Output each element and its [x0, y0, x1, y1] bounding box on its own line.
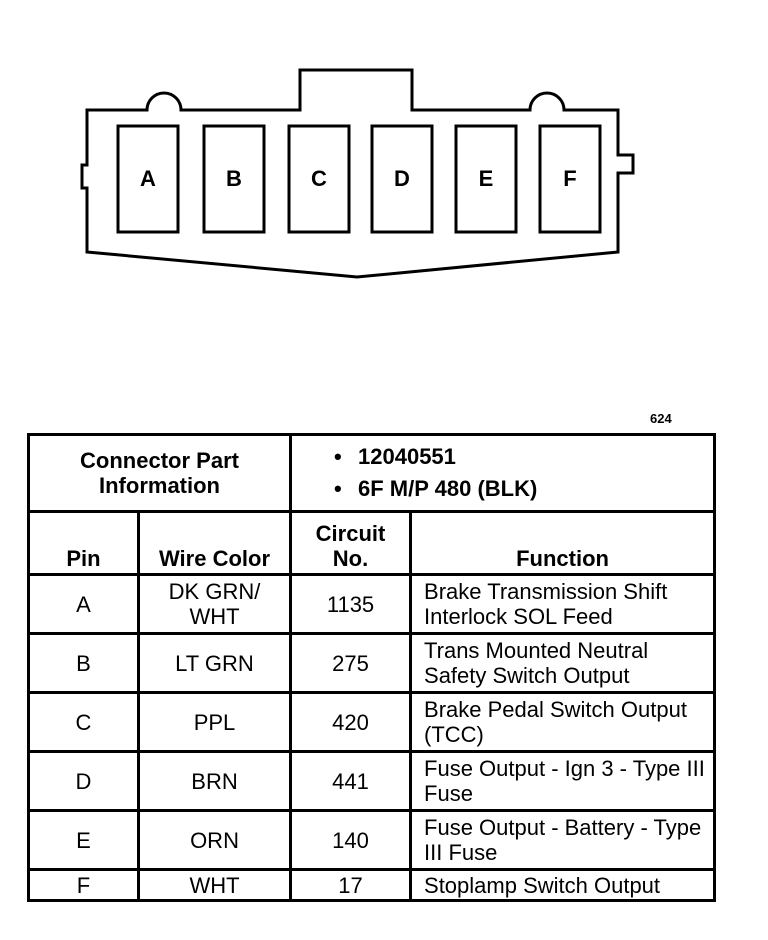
cavity-label-b: B	[226, 166, 242, 191]
table-row: B LT GRN 275 Trans Mounted Neutral Safet…	[27, 632, 717, 694]
cavity-label-a: A	[140, 166, 156, 191]
figure-id: 624	[650, 411, 672, 426]
table-row: E ORN 140 Fuse Output - Battery - Type I…	[27, 809, 717, 871]
pin-cell: A	[27, 573, 140, 635]
header-wire-color: Wire Color	[136, 510, 293, 576]
cavity-label-d: D	[394, 166, 410, 191]
table-row: F WHT 17 Stoplamp Switch Output	[27, 868, 717, 902]
pin-cell: D	[27, 750, 140, 812]
wire-color-cell: ORN	[136, 809, 293, 871]
pin-cell: B	[27, 632, 140, 694]
cavity-d	[370, 124, 434, 234]
wire-color-cell: PPL	[136, 691, 293, 753]
header-row: Pin Wire Color Circuit No. Function	[27, 510, 717, 576]
pin-cell: E	[27, 809, 140, 871]
pin-cell: F	[27, 868, 140, 902]
cavity-b	[202, 124, 266, 234]
connector-info-values: 12040551 6F M/P 480 (BLK)	[289, 433, 717, 513]
header-circuit: Circuit No.	[289, 510, 413, 576]
cavity-f	[538, 124, 602, 234]
connector-pinout-table: Connector Part Information 12040551 6F M…	[26, 433, 717, 902]
function-cell: Fuse Output - Battery - Type III Fuse	[409, 809, 717, 871]
circuit-cell: 420	[289, 691, 413, 753]
cavity-label-f: F	[563, 166, 576, 191]
wire-color-cell: DK GRN/ WHT	[136, 573, 293, 635]
circuit-cell: 275	[289, 632, 413, 694]
connector-description: 6F M/P 480 (BLK)	[334, 473, 713, 505]
wire-color-cell: BRN	[136, 750, 293, 812]
connector-info-row: Connector Part Information 12040551 6F M…	[26, 433, 717, 513]
connector-housing	[80, 68, 635, 279]
connector-face-diagram: A B C D E F	[80, 68, 635, 279]
circuit-cell: 140	[289, 809, 413, 871]
function-cell: Brake Pedal Switch Output (TCC)	[409, 691, 717, 753]
table-row: D BRN 441 Fuse Output - Ign 3 - Type III…	[27, 750, 717, 812]
connector-part-number: 12040551	[334, 441, 713, 473]
cavity-e	[454, 124, 518, 234]
connector-info-label: Connector Part Information	[26, 433, 293, 513]
cavity-a	[116, 124, 180, 234]
cavity-c	[287, 124, 351, 234]
function-cell: Brake Transmission Shift Interlock SOL F…	[409, 573, 717, 635]
header-pin: Pin	[27, 510, 140, 576]
header-function: Function	[409, 510, 717, 576]
pin-cell: C	[27, 691, 140, 753]
cavity-label-c: C	[311, 166, 327, 191]
table-row: C PPL 420 Brake Pedal Switch Output (TCC…	[27, 691, 717, 753]
circuit-cell: 17	[289, 868, 413, 902]
wire-color-cell: WHT	[136, 868, 293, 902]
function-cell: Fuse Output - Ign 3 - Type III Fuse	[409, 750, 717, 812]
function-cell: Trans Mounted Neutral Safety Switch Outp…	[409, 632, 717, 694]
circuit-cell: 441	[289, 750, 413, 812]
cavity-label-e: E	[479, 166, 494, 191]
wire-color-cell: LT GRN	[136, 632, 293, 694]
function-cell: Stoplamp Switch Output	[409, 868, 717, 902]
table-row: A DK GRN/ WHT 1135 Brake Transmission Sh…	[27, 573, 717, 635]
circuit-cell: 1135	[289, 573, 413, 635]
